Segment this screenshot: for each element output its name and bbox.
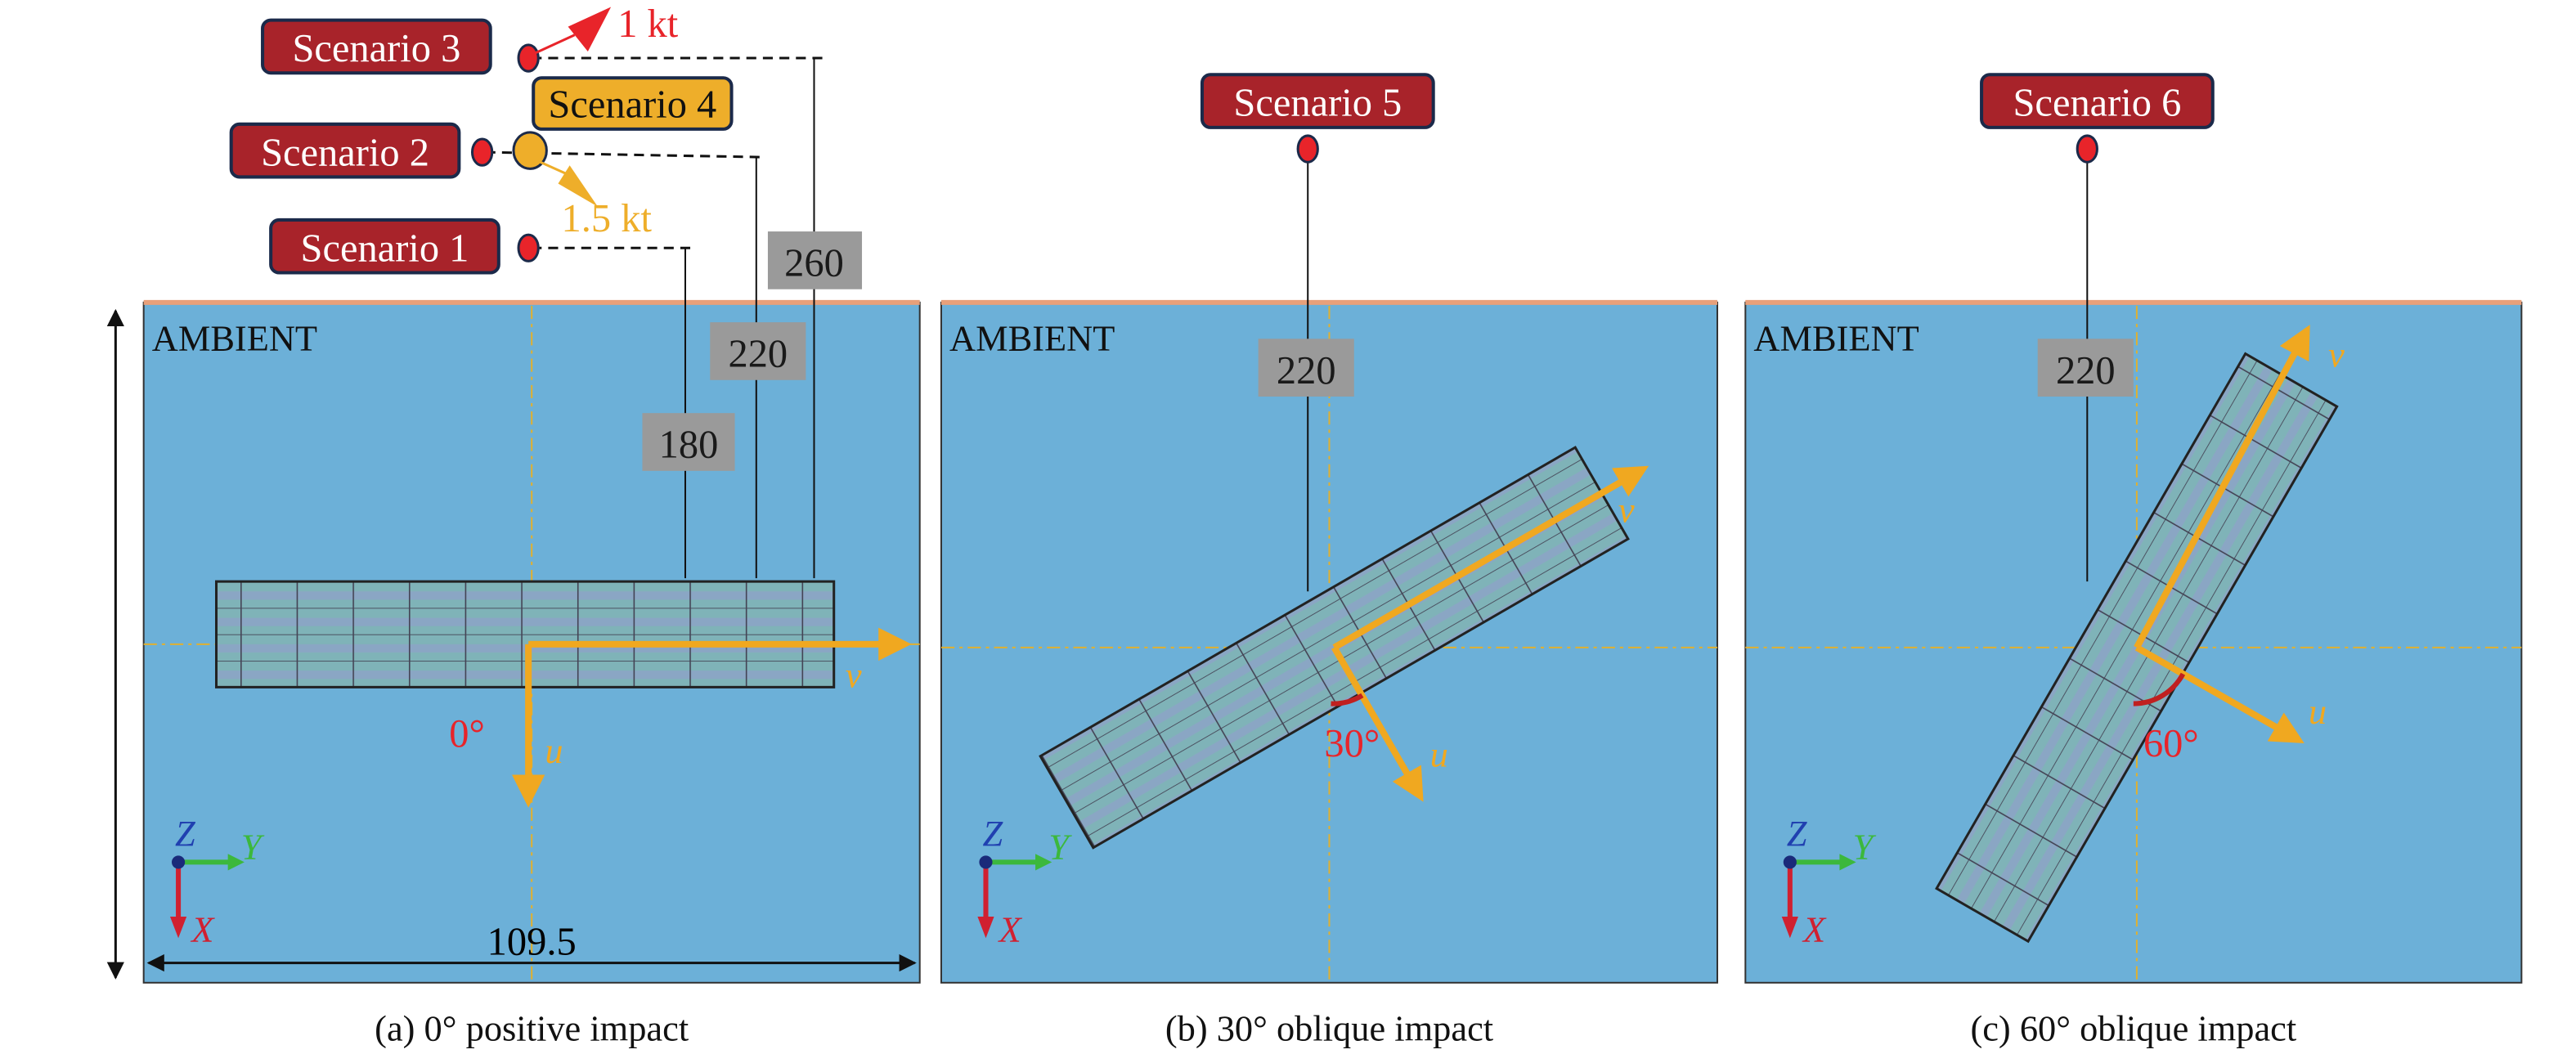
velocity-1-5kt: 1.5 kt — [536, 159, 653, 240]
svg-text:X: X — [1802, 908, 1827, 949]
svg-text:X: X — [998, 908, 1023, 949]
svg-text:Scenario 4: Scenario 4 — [548, 83, 716, 127]
svg-text:Scenario 2: Scenario 2 — [261, 131, 429, 174]
svg-text:X: X — [190, 908, 215, 949]
svg-text:u: u — [545, 730, 563, 771]
svg-text:u: u — [2309, 691, 2327, 732]
svg-text:Z: Z — [1787, 813, 1808, 854]
svg-text:180: 180 — [659, 424, 719, 467]
caption-a: (a) 0° positive impact — [375, 1007, 689, 1048]
caption-b: (b) 30° oblique impact — [1165, 1007, 1494, 1048]
svg-text:Y: Y — [241, 826, 265, 867]
dashed-leaders — [485, 56, 826, 249]
coordinate-triad-a: Z Y X — [169, 813, 265, 949]
scenario-4-label: Scenario 4 — [532, 76, 734, 131]
angle-label-0: 0° — [449, 712, 485, 756]
height-220-a: 220 — [710, 322, 806, 380]
uv-axes — [511, 325, 2310, 808]
velocity-1kt: 1 kt — [534, 2, 679, 55]
coordinate-triad-b: Z Y X — [977, 813, 1072, 949]
scenario-3-label: Scenario 3 — [261, 18, 492, 75]
svg-text:Y: Y — [1048, 826, 1072, 867]
width-dimension: 109.5 — [146, 920, 917, 972]
ambient-label-a: AMBIENT — [152, 317, 317, 358]
svg-text:v: v — [2328, 334, 2345, 375]
ambient-label-b: AMBIENT — [949, 317, 1115, 358]
svg-text:1 kt: 1 kt — [617, 2, 679, 46]
svg-text:220: 220 — [2056, 349, 2116, 392]
angle-label-30: 30° — [1324, 722, 1380, 765]
svg-text:Scenario 1: Scenario 1 — [301, 226, 469, 270]
svg-text:v: v — [846, 654, 862, 695]
svg-text:Scenario 6: Scenario 6 — [2013, 82, 2181, 125]
scenario-2-label: Scenario 2 — [229, 122, 461, 179]
height-220-c: 220 — [2037, 339, 2134, 397]
scenario-5-label: Scenario 5 — [1200, 73, 1435, 129]
scenario-6-label: Scenario 6 — [1980, 73, 2215, 129]
width-value: 109.5 — [487, 920, 577, 963]
svg-text:220: 220 — [728, 333, 788, 376]
height-180: 180 — [642, 413, 735, 471]
svg-text:Z: Z — [175, 813, 196, 854]
svg-text:Scenario 5: Scenario 5 — [1233, 82, 1402, 125]
svg-text:Z: Z — [982, 813, 1003, 854]
svg-text:220: 220 — [1277, 349, 1336, 392]
svg-text:Y: Y — [1853, 826, 1877, 867]
angle-arc-30 — [1331, 693, 1364, 706]
scenario-1-label: Scenario 1 — [269, 218, 500, 275]
svg-text:u: u — [1430, 733, 1448, 774]
svg-text:1.5 kt: 1.5 kt — [562, 197, 653, 240]
caption-c: (c) 60° oblique impact — [1970, 1007, 2296, 1048]
angle-arc-60 — [2133, 672, 2186, 706]
ambient-label-c: AMBIENT — [1753, 317, 1919, 358]
svg-text:v: v — [1618, 489, 1635, 530]
height-260: 260 — [767, 231, 863, 289]
coordinate-triad-c: Z Y X — [1781, 813, 1877, 949]
uv-labels: v u v u v u — [545, 334, 2345, 775]
angle-label-60: 60° — [2143, 722, 2199, 765]
svg-text:260: 260 — [784, 242, 844, 285]
svg-text:Scenario 3: Scenario 3 — [292, 27, 460, 70]
impact-points — [470, 43, 2098, 262]
height-220-b: 220 — [1258, 339, 1354, 397]
